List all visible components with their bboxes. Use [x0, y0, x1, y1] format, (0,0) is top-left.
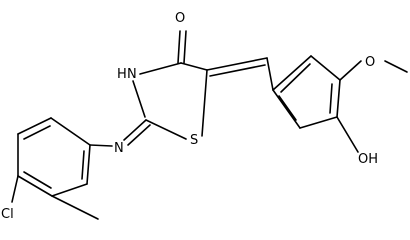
bond-ring-ome [339, 60, 362, 81]
bond-n3-c2 [132, 80, 146, 118]
label-ring-sulfur: S [190, 133, 198, 148]
bond-ch-ring [266, 57, 274, 91]
bond-c4-n3 [139, 62, 182, 75]
bond-imine-double-a [123, 119, 147, 141]
bond-carbonyl-double-b [183, 30, 187, 64]
label-chlorine: Cl [1, 207, 14, 222]
label-ring-nitrogen-h: H [117, 67, 127, 82]
bond-ring-b-inner-1 [23, 125, 51, 140]
bond-ring-a-5 [272, 89, 301, 129]
bond-methyl [51, 195, 99, 220]
bond-ring-a-2 [310, 55, 341, 81]
label-imine-nitrogen: N [114, 141, 124, 156]
bond-ring-a-3 [336, 79, 341, 118]
bond-ring-cl [11, 175, 19, 203]
bond-ring-a-inner-2 [329, 83, 333, 114]
label-methoxy-oxygen: O [365, 55, 375, 70]
bond-ring-b-1 [50, 117, 91, 146]
atom-labels: O N H S N O OH Cl [1, 11, 378, 222]
bond-carbonyl-double-a [177, 30, 181, 64]
bond-lines [11, 30, 408, 220]
bond-c2-s1 [145, 119, 187, 140]
bond-ring-a-4 [299, 116, 338, 129]
bond-s1-c5 [201, 69, 208, 137]
chemical-structure-figure: O N H S N O OH Cl [1, 11, 408, 222]
bond-ring-b-5 [51, 183, 88, 197]
molecule-diagram: O N H S N O OH Cl [1, 11, 408, 222]
bond-exo-double-a [206, 57, 268, 71]
bond-ring-b-inner-2 [23, 171, 52, 189]
label-hydroxyl: OH [358, 152, 378, 167]
bond-ring-a-1 [272, 55, 312, 91]
bond-o-ch3 [384, 60, 408, 73]
label-ring-nitrogen: N [127, 67, 137, 82]
bond-ring-b-6 [86, 144, 91, 185]
label-carbonyl-oxygen: O [175, 11, 185, 26]
bond-c5-c4 [180, 62, 208, 71]
bond-exo-double-b [209, 64, 266, 77]
bond-ring-b-2 [17, 117, 52, 135]
bond-ring-oh [336, 116, 359, 153]
bond-ring-a-inner-1 [280, 63, 311, 93]
bond-ring-b-4 [17, 175, 53, 197]
bond-ring-b-inner-3 [81, 150, 85, 180]
bond-imine-double-b [127, 124, 151, 146]
bond-n-aryl [89, 144, 113, 147]
bond-ring-a-inner-3 [278, 95, 297, 121]
